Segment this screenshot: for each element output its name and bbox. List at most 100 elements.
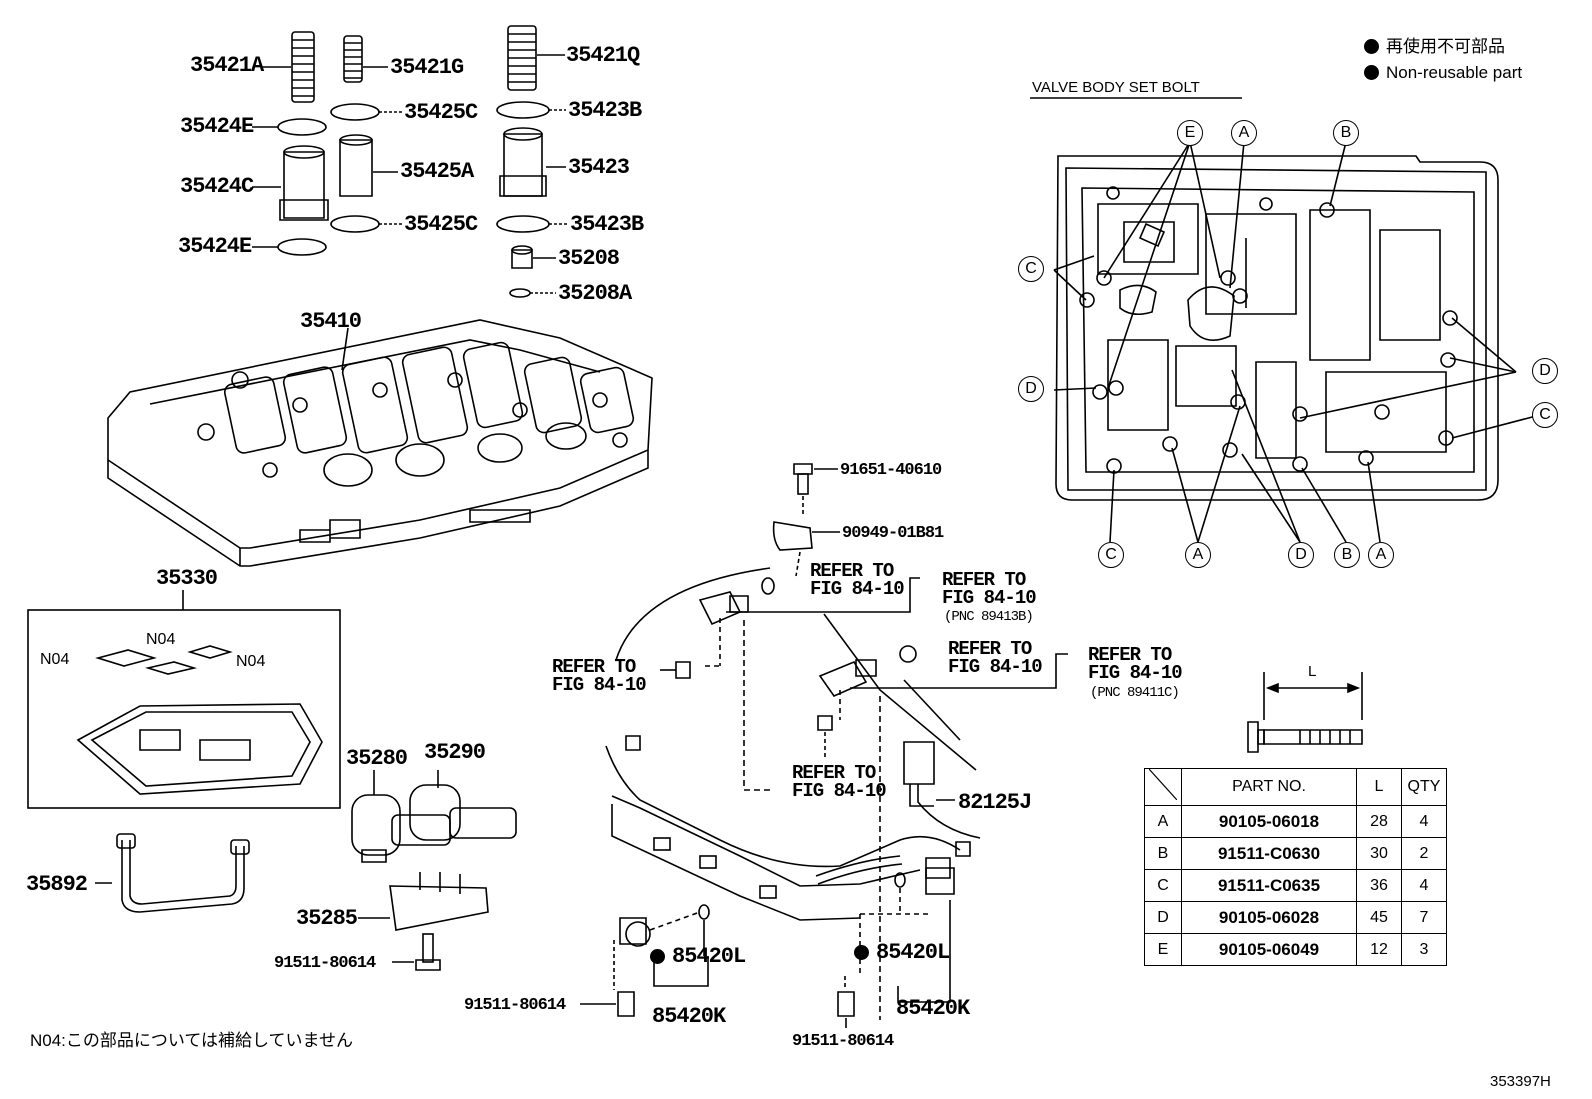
table-row: E 90105-06049 12 3: [1144, 933, 1447, 966]
spring-35421G: [343, 35, 388, 83]
label-35421G: 35421G: [390, 55, 464, 80]
row-part: 90105-06028: [1181, 901, 1357, 934]
label-82125J: 82125J: [958, 790, 1032, 815]
row-qty: 7: [1401, 901, 1447, 934]
non-reusable-dot-icon: [650, 949, 665, 964]
label-35330: 35330: [156, 566, 218, 591]
callout-c-right: C: [1532, 402, 1558, 428]
non-reusable-dot-icon: [1364, 65, 1379, 80]
spring-35421Q: [507, 25, 565, 91]
refer-5-line2: FIG 84-10: [1088, 662, 1183, 684]
bolt-91651-40610: [793, 463, 838, 516]
callout-d-left: D: [1018, 376, 1044, 402]
solenoids-35280-35290: [351, 770, 517, 863]
row-code: A: [1144, 805, 1182, 838]
refer-1-line2: FIG 84-10: [810, 578, 905, 600]
label-35208A: 35208A: [558, 281, 632, 306]
footnote: N04:この部品については補給していません: [30, 1031, 354, 1050]
refer-1-line1: REFER TO: [810, 560, 894, 582]
label-35892: 35892: [26, 872, 88, 897]
callout-d-right: D: [1532, 358, 1558, 384]
legend-en: Non-reusable part: [1364, 64, 1522, 81]
non-reusable-dot-icon: [854, 945, 869, 960]
label-91511-80614-c: 91511-80614: [792, 1032, 894, 1051]
seal-rings: [252, 101, 568, 298]
label-85420K-left: 85420K: [652, 1004, 726, 1029]
non-reusable-dot-icon: [1364, 39, 1379, 54]
label-n04-left: N04: [40, 651, 70, 668]
spring-35421A: [262, 31, 315, 103]
row-part: 91511-C0635: [1181, 869, 1357, 902]
label-85420L-left: 85420L: [650, 946, 746, 968]
speed-sensors: [615, 567, 1068, 1020]
label-n04-right: N04: [236, 653, 266, 670]
refer-6-line1: REFER TO: [792, 762, 876, 784]
label-35410: 35410: [300, 309, 362, 334]
refer-5-pnc: (PNC 89411C): [1090, 685, 1180, 701]
plug-35424C: [252, 145, 329, 221]
callout-a-bottom1: A: [1185, 542, 1211, 568]
row-length: 12: [1356, 933, 1402, 966]
row-length: 30: [1356, 837, 1402, 870]
bolt-length-diagram: [1247, 672, 1363, 753]
label-35280: 35280: [346, 746, 408, 771]
table-header-qty: QTY: [1401, 768, 1447, 806]
refer-2-line1: REFER TO: [942, 569, 1026, 591]
callout-b-top: B: [1333, 120, 1359, 146]
table-header-corner: [1144, 768, 1182, 806]
table-row: A 90105-06018 28 4: [1144, 805, 1447, 838]
row-part: 90105-06049: [1181, 933, 1357, 966]
refer-4-line2: FIG 84-10: [948, 656, 1043, 678]
label-91511-80614-b: 91511-80614: [464, 996, 566, 1015]
refer-2-line2: FIG 84-10: [942, 587, 1037, 609]
label-85420L-right: 85420L: [854, 942, 950, 964]
valve-body-35410: [107, 319, 653, 567]
table-header-row: PART NO. L QTY: [1144, 768, 1447, 806]
row-qty: 4: [1401, 869, 1447, 902]
bracket-35285: [358, 872, 489, 971]
label-35424C: 35424C: [180, 174, 254, 199]
table-row: D 90105-06028 45 7: [1144, 901, 1447, 934]
valve-body-title: VALVE BODY SET BOLT: [1032, 79, 1200, 96]
row-length: 36: [1356, 869, 1402, 902]
label-35424E-top: 35424E: [180, 114, 254, 139]
refer-2-pnc: (PNC 89413B): [944, 609, 1034, 625]
label-91651-40610: 91651-40610: [840, 461, 942, 480]
plug-35423: [499, 127, 566, 197]
callout-b-bottom: B: [1334, 542, 1360, 568]
row-code: E: [1144, 933, 1182, 966]
table-row: C 91511-C0635 36 4: [1144, 869, 1447, 902]
label-35425C-top: 35425C: [404, 100, 478, 125]
bolt-length-label: L: [1308, 663, 1317, 680]
label-35423B-bottom: 35423B: [570, 212, 644, 237]
label-n04-mid: N04: [146, 631, 176, 648]
label-90949-01B81: 90949-01B81: [842, 524, 944, 543]
label-85420K-right: 85420K: [896, 996, 970, 1021]
valve-body-bolt-view: [1030, 97, 1537, 543]
figure-id: 353397H: [1490, 1073, 1551, 1090]
row-code: B: [1144, 837, 1182, 870]
callout-d-bottom: D: [1288, 542, 1314, 568]
refer-5-line1: REFER TO: [1088, 644, 1172, 666]
bolt-table: PART NO. L QTY A 90105-06018 28 4 B 9151…: [1144, 768, 1447, 966]
callout-e: E: [1177, 120, 1203, 146]
table-header-l: L: [1356, 768, 1402, 806]
refer-6-line2: FIG 84-10: [792, 780, 887, 802]
row-part: 90105-06018: [1181, 805, 1357, 838]
row-length: 45: [1356, 901, 1402, 934]
plug-35425A: [339, 134, 398, 197]
table-row: B 91511-C0630 30 2: [1144, 837, 1447, 870]
diagonal-divider: [1148, 768, 1178, 801]
wire-harness: [605, 735, 981, 921]
row-code: C: [1144, 869, 1182, 902]
row-qty: 4: [1401, 805, 1447, 838]
callout-a-top: A: [1231, 120, 1257, 146]
callout-c-bottom: C: [1098, 542, 1124, 568]
row-qty: 2: [1401, 837, 1447, 870]
tube-35892: [95, 833, 250, 913]
clip-90949-01B81: [772, 521, 840, 577]
sensor-85420-left: [580, 904, 710, 1017]
refer-4-line1: REFER TO: [948, 638, 1032, 660]
